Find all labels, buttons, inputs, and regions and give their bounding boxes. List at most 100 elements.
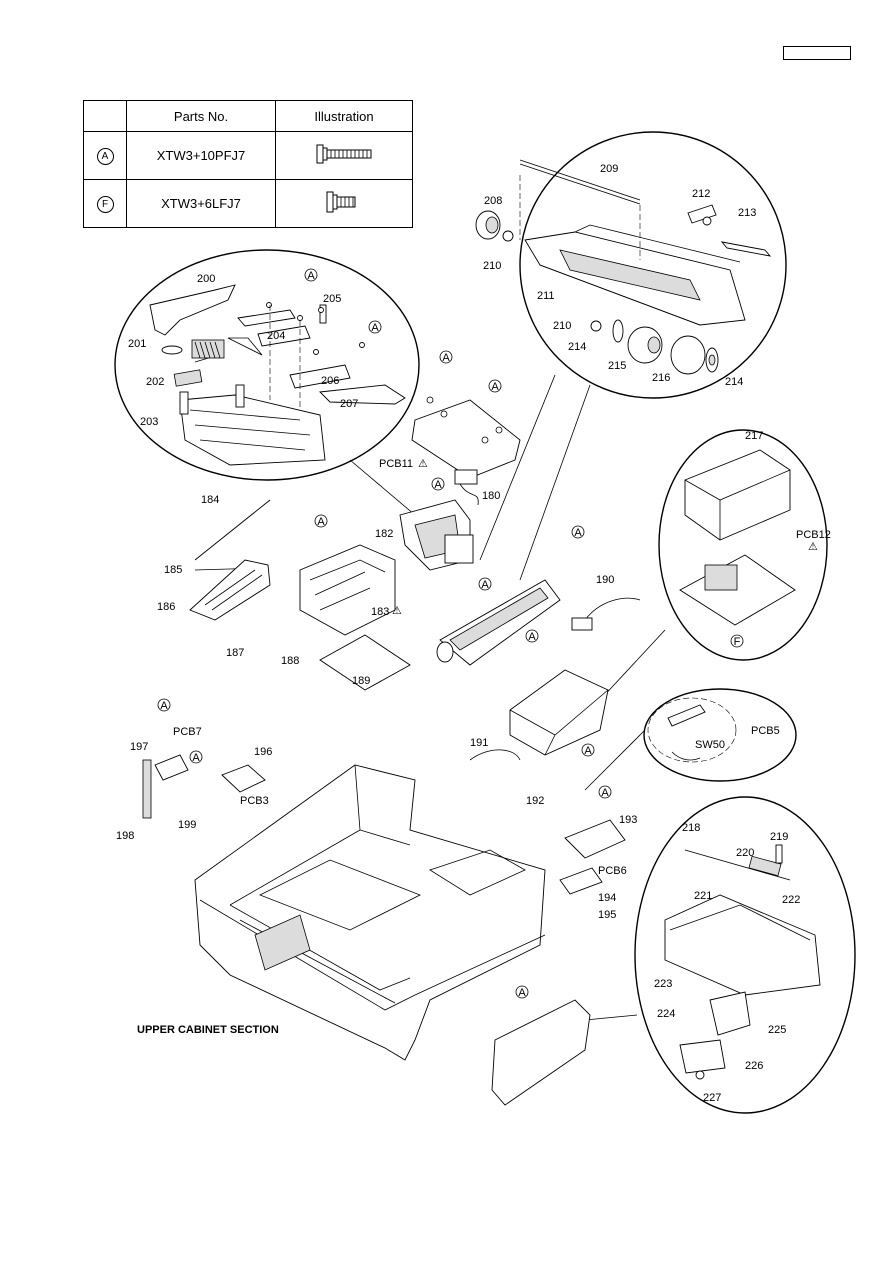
callout-pcb6: PCB6 [598,865,627,877]
power-supply-cover [684,449,791,541]
screw-marker-label: A [481,579,489,591]
callout-212: 212 [692,188,710,200]
screw-marker-label: A [518,987,526,999]
callout-227: 227 [703,1092,721,1104]
callout-197: 197 [130,741,148,753]
side-panel [491,999,591,1106]
part-186-tray-guide [189,559,271,621]
callout-183: 183 [371,606,389,618]
section-title: UPPER CABINET SECTION [137,1024,279,1036]
short-screw-icon [326,191,356,213]
screw-marker-label: A [584,745,592,757]
callout-193: 193 [619,814,637,826]
callout-220: 220 [736,847,754,859]
callout-sw50: SW50 [695,739,725,751]
callout-205: 205 [323,293,341,305]
screw-parts-table: Parts No. Illustration A XTW3+10PFJ7 F X… [83,100,413,228]
callout-186: 186 [157,601,175,613]
sheet-189 [319,634,411,691]
callout-210: 210 [553,320,571,332]
callout-185: 185 [164,564,182,576]
callout-214: 214 [725,376,743,388]
table-header-parts-no: Parts No. [126,100,276,132]
symbol-cell: F [83,179,127,228]
long-screw-icon [316,144,372,164]
cable-190 [571,597,641,631]
callout-226: 226 [745,1060,763,1072]
part-194-pcb6 [559,867,603,895]
pcb12-board [679,554,796,626]
callout-215: 215 [608,360,626,372]
screw-marker-label: A [528,631,536,643]
illustration-cell [275,179,413,228]
screw-markers: A A A A A A A A A A A A A A F [157,268,744,999]
caution-icon: ⚠ [808,541,818,553]
caution-icon: ⚠ [418,458,428,470]
callout-213: 213 [738,207,756,219]
callout-204: 204 [267,330,285,342]
rod-184-185 [194,499,271,571]
callout-211: 211 [537,290,555,302]
callout-221: 221 [694,890,712,902]
spring-198 [142,759,152,819]
screw-marker-label: A [434,479,442,491]
connector-cable-180 [454,469,479,506]
callout-195: 195 [598,909,616,921]
callout-187: 187 [226,647,244,659]
callout-207: 207 [340,398,358,410]
callout-224: 224 [657,1008,675,1020]
pcb5-board [647,697,737,763]
table-row: F XTW3+6LFJ7 [83,179,413,228]
callout-218: 218 [682,822,700,834]
part-193-bracket [564,819,626,859]
screw-marker-label: A [371,322,379,334]
cable-191 [469,749,521,761]
callout-labels: 209 208 212 213 210 211 210 214 215 216 … [116,163,831,1104]
callout-180: 180 [482,490,500,502]
callout-210: 210 [483,260,501,272]
part-188-chassis [299,544,396,636]
screw-symbol-a: A [96,147,114,165]
callout-pcb3: PCB3 [240,795,269,807]
callout-pcb5: PCB5 [751,725,780,737]
callout-192: 192 [526,795,544,807]
callout-pcb7: PCB7 [173,726,202,738]
callout-223: 223 [654,978,672,990]
callout-206: 206 [321,375,339,387]
screw-marker-label: A [601,787,609,799]
callout-188: 188 [281,655,299,667]
callout-219: 219 [770,831,788,843]
screw-marker-label: A [491,381,499,393]
pcb3-board [221,764,266,793]
spring-frame-assembly [149,284,406,466]
callout-209: 209 [600,163,618,175]
callout-225: 225 [768,1024,786,1036]
callout-194: 194 [598,892,616,904]
metal-cover [509,669,609,756]
pcb11-board [411,396,521,479]
callout-203: 203 [140,416,158,428]
screw-marker-label: A [574,527,582,539]
screw-symbol-f: F [96,195,114,213]
upper-cabinet [194,764,546,1061]
callout-189: 189 [352,675,370,687]
callout-214: 214 [568,341,586,353]
pcb7-board [154,754,189,781]
screw-marker-label: A [317,516,325,528]
part-no-cell: XTW3+6LFJ7 [126,179,276,228]
callout-191: 191 [470,737,488,749]
callout-pcb11: PCB11 [379,458,413,470]
screw-marker-label: A [442,352,450,364]
caution-icon: ⚠ [392,605,402,617]
callout-196: 196 [254,746,272,758]
caution-marks: ⚠ ⚠ ⚠ [392,458,818,617]
screw-marker-label: A [160,700,168,712]
bubble-leader-lines [349,374,666,1021]
callout-200: 200 [197,273,215,285]
tray-assembly [664,844,821,1080]
feed-roller-assembly [475,159,772,375]
callout-190: 190 [596,574,614,586]
page-number-box [783,46,851,60]
callout-184: 184 [201,494,219,506]
